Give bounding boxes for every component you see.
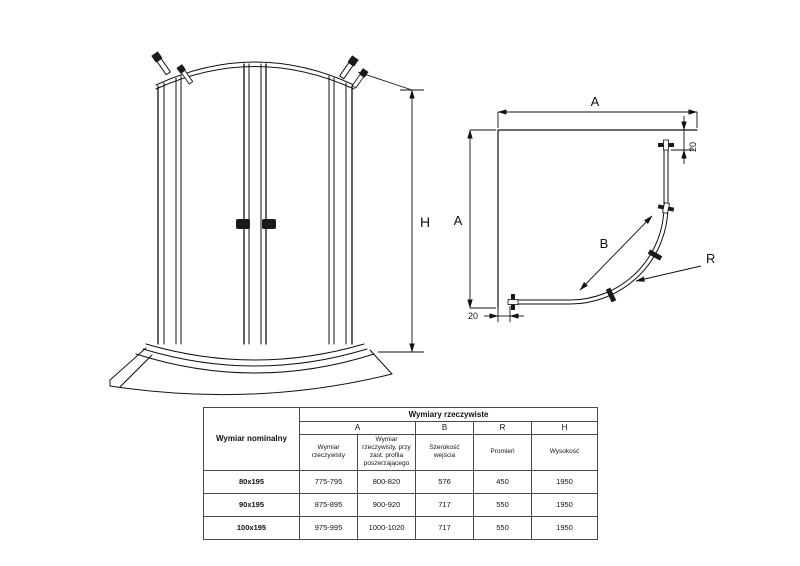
plan-dimensions bbox=[467, 109, 702, 322]
value-a-real: 975-995 bbox=[299, 515, 358, 540]
top-rail-inner bbox=[155, 66, 355, 90]
value-b: 717 bbox=[415, 492, 474, 517]
plan-depth-label: A bbox=[454, 213, 463, 228]
subheader-radius: Promień bbox=[473, 434, 532, 471]
subheader-actual-dimension-extension: Wymiar rzeczywisty, przy zast. profila p… bbox=[357, 434, 416, 471]
value-h: 1950 bbox=[530, 492, 599, 517]
value-h: 1950 bbox=[530, 469, 599, 494]
nominal-size: 90x195 bbox=[203, 492, 300, 517]
table-row: 100x195 975-995 1000-1020 717 550 1950 bbox=[203, 515, 599, 540]
rail-bracket-left-inner bbox=[176, 64, 194, 85]
value-r: 550 bbox=[473, 515, 532, 540]
dimensions-table: Wymiar nominalny Wymiary rzeczywiste A B… bbox=[203, 407, 599, 540]
offset-top-right-label: 20 bbox=[688, 142, 698, 152]
value-h: 1950 bbox=[530, 515, 599, 540]
rail-bracket-right-inner bbox=[351, 68, 369, 89]
hinge-bottom-left bbox=[507, 294, 519, 310]
nominal-dimension-header: Wymiar nominalny bbox=[203, 407, 300, 471]
radius-label: R bbox=[706, 251, 715, 266]
height-dimension-label: H bbox=[420, 214, 430, 230]
offset-bottom-left-label: 20 bbox=[468, 311, 478, 321]
nominal-size: 80x195 bbox=[203, 469, 300, 494]
door-handle-left bbox=[236, 219, 250, 229]
front-view bbox=[109, 51, 393, 396]
value-a-ext: 900-920 bbox=[357, 492, 416, 517]
shower-tray bbox=[109, 343, 393, 396]
value-r: 450 bbox=[473, 469, 532, 494]
column-group-r: R bbox=[473, 421, 532, 435]
subheader-entry-width: Szerokość wejścia bbox=[415, 434, 474, 471]
entry-width-label: B bbox=[600, 236, 609, 251]
subheader-actual-dimension: Wymiar rzeczywisty bbox=[299, 434, 358, 471]
door-handle-right bbox=[262, 219, 276, 229]
height-dimension bbox=[357, 71, 424, 353]
value-a-real: 875-895 bbox=[299, 492, 358, 517]
rail-bracket-right-outer bbox=[338, 55, 359, 80]
column-group-b: B bbox=[415, 421, 474, 435]
column-group-h: H bbox=[530, 421, 599, 435]
value-b: 717 bbox=[415, 515, 474, 540]
table-row: 80x195 775-795 800-820 576 450 1950 bbox=[203, 469, 599, 494]
value-b: 576 bbox=[415, 469, 474, 494]
rail-bracket-left-outer bbox=[151, 51, 172, 76]
column-group-a: A bbox=[299, 421, 416, 435]
top-rail-outer bbox=[155, 61, 355, 86]
hinge-arc-top bbox=[657, 202, 675, 214]
hinge-top-right bbox=[658, 139, 674, 151]
nominal-size: 100x195 bbox=[203, 515, 300, 540]
plan-width-label: A bbox=[591, 94, 600, 109]
door-edge-handle-2 bbox=[605, 287, 617, 303]
table-row: 90x195 875-895 900-920 717 550 1950 bbox=[203, 492, 599, 517]
value-a-ext: 1000-1020 bbox=[357, 515, 416, 540]
value-a-real: 775-795 bbox=[299, 469, 358, 494]
value-r: 550 bbox=[473, 492, 532, 517]
plan-view bbox=[497, 129, 698, 310]
technical-drawings: H bbox=[109, 51, 715, 396]
actual-dimensions-header: Wymiary rzeczywiste bbox=[298, 407, 599, 422]
subheader-height: Wysokość bbox=[530, 434, 599, 471]
value-a-ext: 800-820 bbox=[357, 469, 416, 494]
